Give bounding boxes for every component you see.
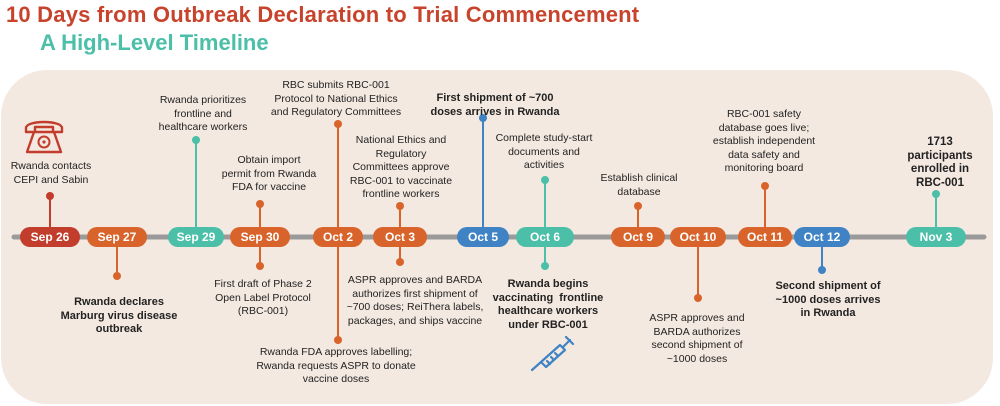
date-pill-sep29: Sep 29 bbox=[168, 227, 224, 247]
connector-dot bbox=[396, 258, 404, 266]
event-oct2-bottom: Rwanda FDA approves labelling; Rwanda re… bbox=[256, 346, 416, 385]
event-sep30-bottom: First draft of Phase 2 Open Label Protoc… bbox=[214, 278, 312, 317]
syringe-icon bbox=[530, 336, 575, 372]
date-pill-oct10: Oct 10 bbox=[670, 227, 726, 247]
connector-dot bbox=[541, 262, 549, 270]
connector-dot bbox=[818, 266, 826, 274]
page-subtitle: A High-Level Timeline bbox=[40, 30, 269, 55]
connector-dot bbox=[479, 114, 487, 122]
connector-dot bbox=[334, 336, 342, 344]
event-oct12: Second shipment of ~1000 doses arrives i… bbox=[775, 280, 881, 319]
date-pill-oct12: Oct 12 bbox=[794, 227, 850, 247]
page-title: 10 Days from Outbreak Declaration to Tri… bbox=[6, 2, 640, 27]
connector-dot bbox=[396, 202, 404, 210]
connector-dot bbox=[192, 136, 200, 144]
connector-dot bbox=[932, 190, 940, 198]
date-pill-sep26: Sep 26 bbox=[20, 227, 80, 247]
date-pill-nov3: Nov 3 bbox=[906, 227, 966, 247]
connector-dot bbox=[541, 176, 549, 184]
date-pill-oct11: Oct 11 bbox=[738, 227, 792, 247]
event-oct11: RBC-001 safety database goes live; estab… bbox=[712, 108, 816, 174]
event-oct5: First shipment of ~700 doses arrives in … bbox=[430, 92, 560, 118]
event-sep27: Rwanda declares Marburg virus disease ou… bbox=[60, 296, 178, 335]
event-oct3-bottom: ASPR approves and BARDA authorizes first… bbox=[346, 274, 484, 327]
event-oct6-top: Complete study-start documents and activ… bbox=[495, 132, 593, 171]
event-sep26: Rwanda contacts CEPI and Sabin bbox=[10, 160, 92, 186]
connector-dot bbox=[694, 294, 702, 302]
connector-dot bbox=[334, 120, 342, 128]
date-pill-oct6: Oct 6 bbox=[516, 227, 574, 247]
event-oct9: Establish clinical database bbox=[600, 172, 678, 198]
event-oct10: ASPR approves and BARDA authorizes secon… bbox=[649, 312, 745, 365]
connector-dot bbox=[761, 182, 769, 190]
connector-dot bbox=[256, 200, 264, 208]
date-pill-sep27: Sep 27 bbox=[87, 227, 147, 247]
connector-dot bbox=[634, 202, 642, 210]
date-pill-oct9: Oct 9 bbox=[611, 227, 665, 247]
event-sep30-top: Obtain import permit from Rwanda FDA for… bbox=[221, 154, 317, 193]
date-pill-sep30: Sep 30 bbox=[230, 227, 290, 247]
event-oct2-top: RBC submits RBC-001 Protocol to National… bbox=[270, 79, 402, 118]
telephone-icon bbox=[24, 120, 64, 154]
event-oct3-top: National Ethics and Regulatory Committee… bbox=[349, 134, 453, 200]
connector-dot bbox=[113, 272, 121, 280]
connector-dot bbox=[256, 262, 264, 270]
event-sep29: Rwanda prioritizes frontline and healthc… bbox=[158, 94, 248, 133]
event-nov3: 1713 participants enrolled in RBC-001 bbox=[907, 136, 973, 189]
connector-dot bbox=[46, 192, 54, 200]
date-pill-oct3: Oct 3 bbox=[373, 227, 427, 247]
date-pill-oct2: Oct 2 bbox=[313, 227, 363, 247]
event-oct6-bottom: Rwanda begins vaccinating frontline heal… bbox=[492, 278, 604, 331]
date-pill-oct5: Oct 5 bbox=[457, 227, 509, 247]
